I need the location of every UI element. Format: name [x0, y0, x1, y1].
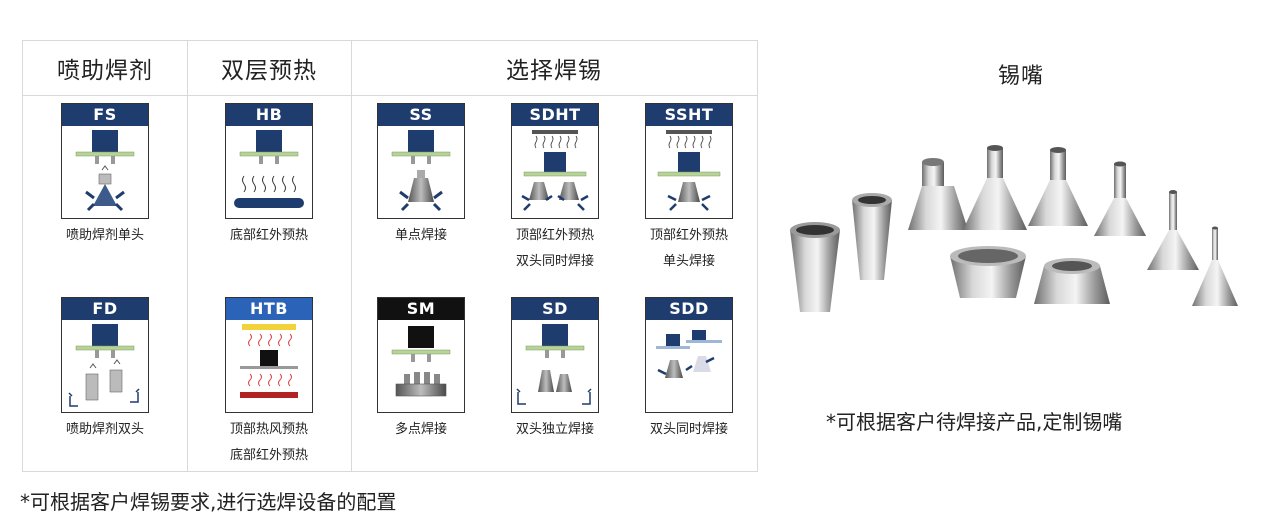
module-caption: 喷助焊剂单头	[65, 228, 144, 243]
module-sm: SM 多点焊接	[361, 297, 481, 443]
module-caption: 单点焊接	[394, 228, 447, 243]
module-code: SM	[378, 298, 464, 320]
header-selective-solder: 选择焊锡	[506, 58, 602, 84]
flux-single-icon	[75, 130, 135, 212]
caption-line: 底部红外预热	[229, 448, 308, 463]
caption-line: 单头焊接	[662, 254, 715, 269]
nozzle-cone-5	[1147, 190, 1199, 270]
module-caption: 顶部热风预热 底部红外预热	[209, 417, 329, 469]
module-caption: 顶部红外预热 单头焊接	[629, 223, 749, 275]
solder-nozzle-photo	[790, 145, 1238, 312]
caption-line: 顶部热风预热	[229, 422, 308, 437]
module-card: SD	[511, 297, 599, 413]
nozzle-cone-2	[963, 145, 1027, 230]
module-sdd: SDD 双头同时焊接	[629, 297, 749, 443]
nozzle-ring-2	[1034, 258, 1110, 304]
module-fs: FS 喷助焊剂单头	[45, 103, 165, 249]
module-code: HTB	[226, 298, 312, 320]
dual-independent-solder-icon	[516, 324, 592, 405]
nozzle-cone-3	[1028, 147, 1088, 226]
module-code: SD	[512, 298, 598, 320]
module-caption: 底部红外预热	[229, 228, 308, 243]
module-fd: FD 喷助焊剂双头	[45, 297, 165, 443]
nozzle-custom-note: *可根据客户待焊接产品,定制锡嘴	[826, 410, 1123, 434]
module-code: SS	[378, 104, 464, 126]
module-card: FD	[61, 297, 149, 413]
module-card: HTB	[225, 297, 313, 413]
module-ssht: SSHT 顶部红外预热 单头焊接	[629, 103, 749, 275]
config-footer-note: *可根据客户焊锡要求,进行选焊设备的配置	[20, 490, 397, 514]
module-hb: HB 底部红外预热	[209, 103, 329, 249]
module-card: SS	[377, 103, 465, 219]
module-card: SSHT	[645, 103, 733, 219]
module-sd: SD 双头独立焊接	[495, 297, 615, 443]
caption-line: 顶部红外预热	[515, 228, 594, 243]
module-htb: HTB 顶部热风预热 底部红外预热	[209, 297, 329, 469]
module-card: SDD	[645, 297, 733, 413]
nozzle-taper	[852, 193, 892, 280]
top-ir-dual-solder-icon	[521, 130, 589, 211]
nozzle-title: 锡嘴	[998, 64, 1045, 89]
top-ir-single-solder-icon	[657, 130, 721, 211]
header-flux: 喷助焊剂	[57, 58, 153, 84]
module-code: FS	[62, 104, 148, 126]
module-code: HB	[226, 104, 312, 126]
hot-air-ir-preheat-icon	[240, 324, 298, 398]
module-caption: 喷助焊剂双头	[65, 422, 144, 437]
header-divider	[23, 95, 757, 96]
module-card: SM	[377, 297, 465, 413]
module-card: SDHT	[511, 103, 599, 219]
header-preheat: 双层预热	[221, 58, 317, 84]
nozzle-ring-1	[950, 246, 1026, 298]
nozzle-cone-4	[1094, 161, 1146, 236]
module-card: FS	[61, 103, 149, 219]
nozzle-cylinder	[790, 222, 840, 312]
single-point-solder-icon	[391, 130, 451, 212]
nozzle-cone-6	[1192, 226, 1238, 306]
multi-point-solder-icon	[391, 326, 451, 397]
module-code: SSHT	[646, 104, 732, 126]
column-divider	[351, 41, 352, 471]
module-caption: 多点焊接	[394, 422, 447, 437]
nozzle-cone-1	[908, 158, 968, 230]
module-ss: SS 单点焊接	[361, 103, 481, 249]
column-divider	[187, 41, 188, 471]
module-caption: 顶部红外预热 双头同时焊接	[495, 223, 615, 275]
module-code: SDD	[646, 298, 732, 320]
bottom-ir-preheat-icon	[234, 130, 304, 208]
config-table: 喷助焊剂 双层预热 选择焊锡 FS 喷助焊剂单头 HB	[22, 40, 758, 472]
module-card: HB	[225, 103, 313, 219]
module-code: SDHT	[512, 104, 598, 126]
flux-dual-icon	[68, 324, 140, 407]
caption-line: 双头同时焊接	[515, 254, 594, 269]
module-caption: 双头同时焊接	[649, 422, 728, 437]
module-sdht: SDHT 顶部红外预热 双头同时焊接	[495, 103, 615, 275]
caption-line: 顶部红外预热	[649, 228, 728, 243]
module-code: FD	[62, 298, 148, 320]
dual-simultaneous-solder-icon	[656, 330, 722, 378]
module-caption: 双头独立焊接	[515, 422, 594, 437]
